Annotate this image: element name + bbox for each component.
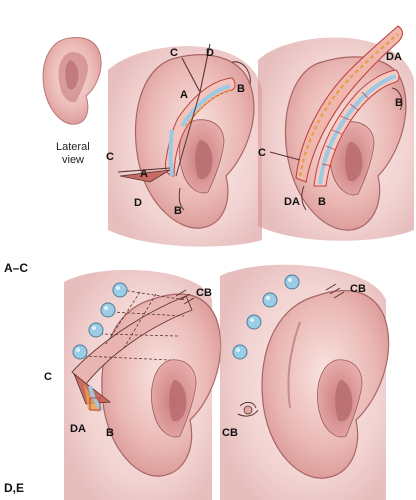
panel-e-ear bbox=[220, 264, 390, 500]
inset-caption-line1: Lateral bbox=[56, 141, 90, 153]
label-b: B bbox=[106, 427, 114, 439]
label-a: A bbox=[140, 168, 148, 180]
bolster-buttons bbox=[72, 282, 128, 360]
label-da: DA bbox=[386, 51, 402, 63]
label-c: C bbox=[44, 371, 52, 383]
label-cb: CB bbox=[222, 427, 238, 439]
label-da: DA bbox=[70, 423, 86, 435]
label-cb: CB bbox=[350, 283, 366, 295]
row-label-top: A–C bbox=[4, 261, 28, 275]
panel-c-ear bbox=[258, 25, 414, 241]
label-b: B bbox=[174, 205, 182, 217]
label-da: DA bbox=[284, 196, 300, 208]
inset-caption-line2: view bbox=[62, 154, 84, 166]
panel-d-ear bbox=[64, 269, 222, 500]
label-c: C bbox=[106, 151, 114, 163]
label-b: B bbox=[318, 196, 326, 208]
label-cb: CB bbox=[196, 287, 212, 299]
panel-a-labels: C D A B C A B D bbox=[106, 47, 245, 217]
label-a: A bbox=[180, 89, 188, 101]
label-c: C bbox=[170, 47, 178, 59]
panel-e-labels: CB CB bbox=[222, 283, 366, 439]
lateral-view-inset bbox=[42, 37, 102, 125]
label-d: D bbox=[134, 197, 142, 209]
bolster-buttons bbox=[232, 274, 300, 360]
panel-c-labels: DA B C DA B bbox=[258, 51, 403, 208]
label-d: D bbox=[206, 47, 214, 59]
label-c: C bbox=[258, 147, 266, 159]
panel-a-ear bbox=[108, 43, 262, 247]
panel-d-labels: CB C DA B bbox=[44, 287, 212, 439]
row-label-bottom: D,E bbox=[4, 481, 24, 495]
label-b: B bbox=[395, 97, 403, 109]
label-b: B bbox=[237, 83, 245, 95]
